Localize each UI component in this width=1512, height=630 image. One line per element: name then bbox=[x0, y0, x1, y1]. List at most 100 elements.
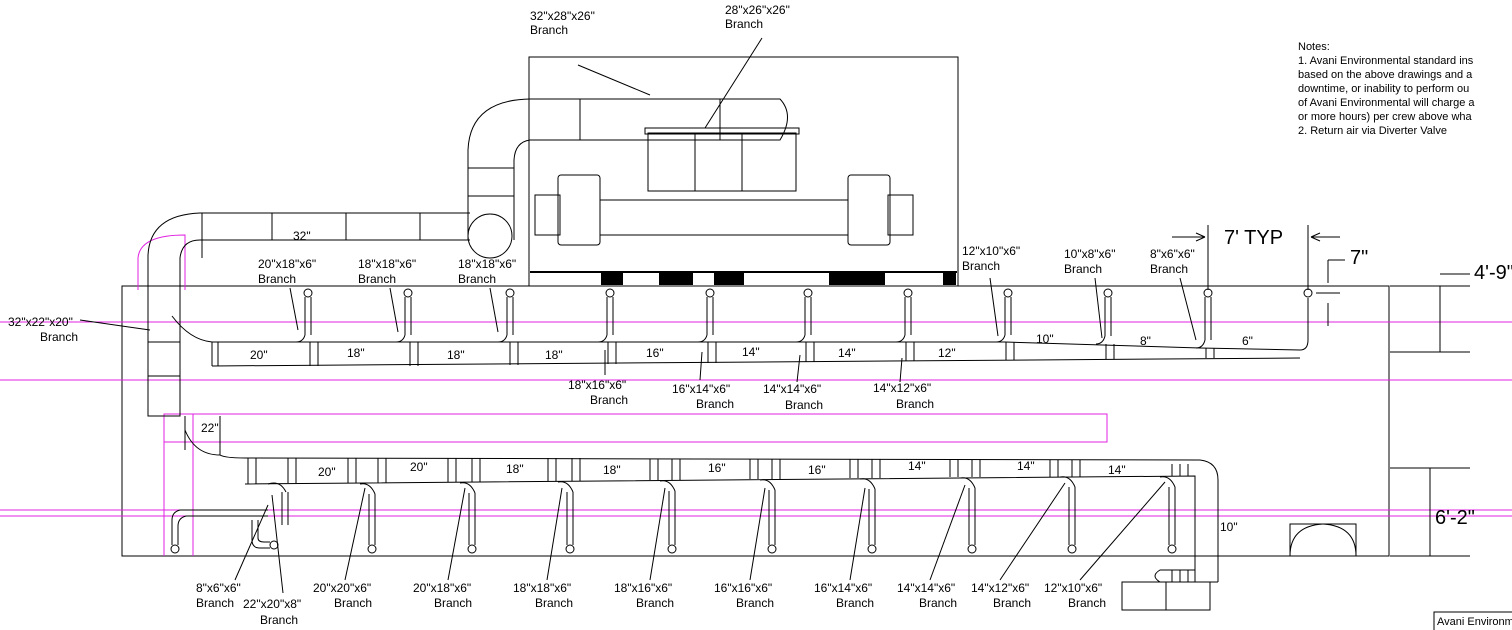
duct-size-label: 14" bbox=[838, 346, 856, 360]
riser-size: 22" bbox=[201, 421, 219, 435]
duct-size-label: 12" bbox=[938, 346, 956, 360]
duct-size-label: 6" bbox=[1242, 334, 1253, 348]
branch-size-label: 32"x28"x26" bbox=[530, 9, 595, 23]
duct-size-label: 14" bbox=[1017, 459, 1035, 473]
left-branch-label: 32"x22"x20" Branch bbox=[8, 315, 78, 344]
branch-size-label: 8"x6"x6" bbox=[1150, 247, 1195, 261]
duct-size-label: 18" bbox=[545, 348, 563, 362]
duct-size-label: 14" bbox=[908, 459, 926, 473]
branch-word-label: Branch bbox=[736, 596, 774, 610]
branch-word-label: Branch bbox=[725, 17, 763, 31]
left-riser-duct bbox=[147, 285, 221, 456]
duct-size-label: 14" bbox=[742, 345, 760, 359]
branch-size-label: 20"x18"x6" bbox=[413, 581, 471, 595]
notes-line: based on the above drawings and a bbox=[1298, 69, 1473, 81]
branch-word-label: Branch bbox=[1150, 262, 1188, 276]
branch-word-label: Branch bbox=[919, 596, 957, 610]
branch-word-label: Branch bbox=[434, 596, 472, 610]
dimension-spacing: 7' TYP bbox=[1224, 227, 1283, 249]
notes-line: 1. Avani Environmental standard ins bbox=[1298, 55, 1474, 67]
branch-size-label: 20"x20"x6" bbox=[313, 581, 371, 595]
air-handler-unit bbox=[534, 127, 914, 246]
branch-word-label: Branch bbox=[993, 596, 1031, 610]
magenta-reference-lines bbox=[0, 234, 1512, 556]
dimension-lines bbox=[1172, 225, 1470, 557]
branch-size-label: 16"x14"x6" bbox=[672, 382, 730, 396]
duct-size-label: 18" bbox=[506, 462, 524, 476]
branch-size-label: 14"x14"x6" bbox=[897, 581, 955, 595]
branch-size-label: 22"x20"x8" bbox=[243, 597, 301, 611]
duct-size-label: 8" bbox=[1140, 334, 1151, 348]
branch-size-label: 18"x16"x6" bbox=[614, 581, 672, 595]
branch-word-label: Branch bbox=[196, 596, 234, 610]
drop-duct-size: 10" bbox=[1220, 520, 1238, 534]
notes-line: 2. Return air via Diverter Valve bbox=[1298, 125, 1447, 137]
equipment-enclosure bbox=[528, 56, 959, 287]
branch-word-label: Branch bbox=[535, 596, 573, 610]
branch-word-label: Branch bbox=[696, 397, 734, 411]
branch-word-label: Branch bbox=[258, 272, 296, 286]
duct-size-label: 14" bbox=[1108, 463, 1126, 477]
branch-size-label: 14"x14"x6" bbox=[763, 382, 821, 396]
branch-word-label: Branch bbox=[458, 272, 496, 286]
branch-size-label: 14"x12"x6" bbox=[873, 381, 931, 395]
lower-branch-drops bbox=[170, 476, 1177, 554]
upper-branch-labels-below: 18"x16"x6" Branch 16"x14"x6" Branch 14"x… bbox=[568, 378, 934, 412]
duct-size-label: 16" bbox=[646, 346, 664, 360]
door-swing-symbol bbox=[1289, 523, 1357, 557]
branch-size-label: 18"x16"x6" bbox=[568, 378, 626, 392]
dimension-upper-offset: 4'-9" bbox=[1474, 262, 1512, 284]
dimension-drop: 7" bbox=[1350, 247, 1368, 269]
duct-size-label: 18" bbox=[603, 463, 621, 477]
lower-duct-sizes: 20" 20" 18" 18" 16" 16" 14" 14" 14" bbox=[318, 459, 1126, 479]
upper-branch-labels-above: 20"x18"x6" Branch 18"x18"x6" Branch 18"x… bbox=[258, 244, 1195, 286]
upper-duct-sizes: 20" 18" 18" 18" 16" 14" 14" 12" 10" 8" 6… bbox=[250, 332, 1253, 362]
upper-branch-drops bbox=[295, 288, 1313, 349]
branch-size-label: 12"x10"x6" bbox=[1044, 581, 1102, 595]
lower-branch-labels: 8"x6"x6" Branch 22"x20"x8" Branch 20"x20… bbox=[196, 581, 1106, 627]
branch-size-label: 12"x10"x6" bbox=[962, 244, 1020, 258]
top-branch-labels: 32"x28"x26" Branch 28"x26"x26" Branch bbox=[530, 3, 790, 37]
branch-size-label: 20"x18"x6" bbox=[258, 257, 316, 271]
branch-word-label: Branch bbox=[1068, 596, 1106, 610]
branch-word-label: Branch bbox=[40, 330, 78, 344]
branch-size-label: 32"x22"x20" bbox=[8, 315, 73, 329]
duct-size-label: 18" bbox=[347, 346, 365, 360]
branch-word-label: Branch bbox=[1064, 262, 1102, 276]
duct-size-label: 18" bbox=[447, 348, 465, 362]
branch-size-label: 8"x6"x6" bbox=[196, 581, 241, 595]
branch-size-label: 18"x18"x6" bbox=[358, 257, 416, 271]
notes-block: Notes: 1. Avani Environmental standard i… bbox=[1298, 41, 1475, 137]
equipment-footing-bars bbox=[530, 271, 957, 285]
branch-word-label: Branch bbox=[962, 259, 1000, 273]
notes-heading: Notes: bbox=[1298, 41, 1330, 53]
notes-line: downtime, or inability to perform ou bbox=[1298, 83, 1469, 95]
notes-line: or more hours) per crew above wha bbox=[1298, 111, 1473, 123]
branch-size-label: 28"x26"x26" bbox=[725, 3, 790, 17]
branch-size-label: 18"x18"x6" bbox=[513, 581, 571, 595]
title-block-text: Avani Environm bbox=[1437, 616, 1512, 628]
main-duct-size: 32" bbox=[293, 229, 311, 243]
upper-branch-duct bbox=[211, 298, 1309, 367]
branch-word-label: Branch bbox=[636, 596, 674, 610]
duct-size-label: 20" bbox=[250, 348, 268, 362]
duct-size-label: 20" bbox=[318, 465, 336, 479]
branch-size-label: 18"x18"x6" bbox=[458, 257, 516, 271]
duct-size-label: 10" bbox=[1036, 332, 1054, 346]
duct-size-label: 16" bbox=[708, 461, 726, 475]
branch-word-label: Branch bbox=[896, 397, 934, 411]
branch-size-label: 16"x16"x6" bbox=[714, 581, 772, 595]
dimension-lower-offset: 6'-2" bbox=[1435, 507, 1475, 529]
leader-lines bbox=[79, 37, 1197, 594]
main-supply-duct bbox=[147, 98, 788, 286]
branch-word-label: Branch bbox=[785, 398, 823, 412]
notes-line: of Avani Environmental will charge a bbox=[1298, 97, 1475, 109]
title-block bbox=[1433, 611, 1512, 630]
branch-word-label: Branch bbox=[836, 596, 874, 610]
duct-size-label: 16" bbox=[808, 463, 826, 477]
duct-size-label: 20" bbox=[410, 460, 428, 474]
branch-word-label: Branch bbox=[334, 596, 372, 610]
branch-word-label: Branch bbox=[260, 613, 298, 627]
branch-word-label: Branch bbox=[590, 393, 628, 407]
